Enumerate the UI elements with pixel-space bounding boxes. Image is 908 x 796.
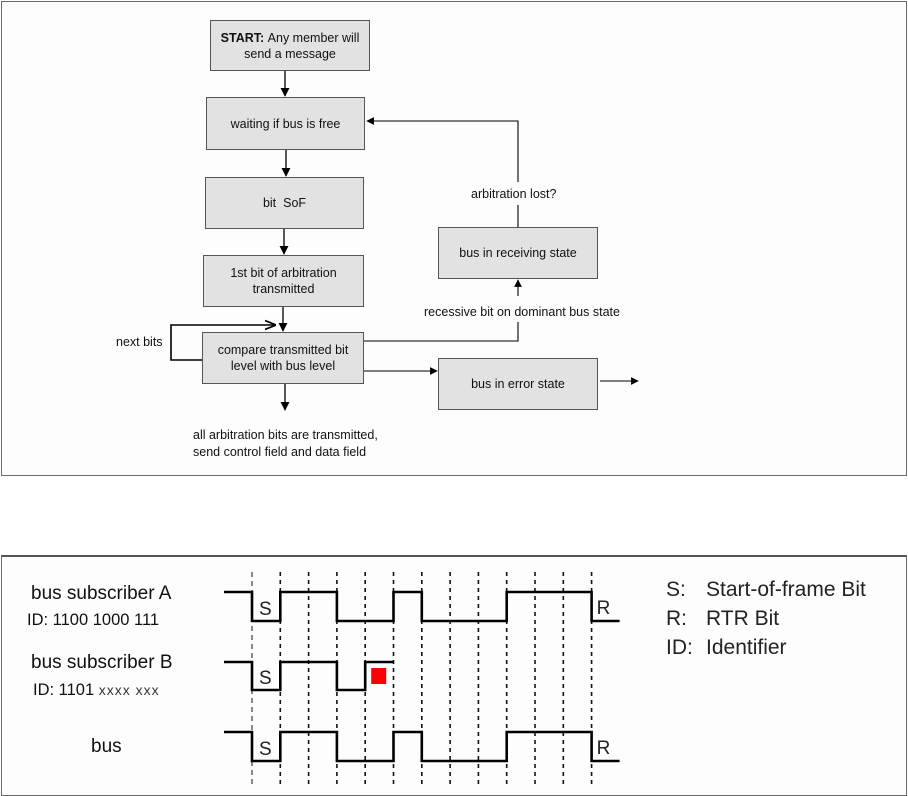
legend-sof-text: Start-of-frame Bit xyxy=(706,578,866,601)
row-b-id-suffix: xxxx xxx xyxy=(98,682,160,698)
row-b-id: ID: 1101 xxxx xxx xyxy=(33,680,160,700)
sof-letter: S xyxy=(259,668,272,689)
rtr-letter: R xyxy=(597,738,611,759)
arrow-compare-to-receiving xyxy=(363,322,519,342)
node-first-bit: 1st bit of arbitration transmitted xyxy=(203,255,364,307)
signal-subscriber-a xyxy=(224,590,620,623)
sof-letter: S xyxy=(259,599,272,620)
row-b-name: bus subscriber B xyxy=(31,652,173,673)
node-bus-receiving: bus in receiving state xyxy=(438,227,598,279)
legend-sof-key: S: xyxy=(666,578,686,601)
node-start: START: Any member will send a message xyxy=(210,20,370,71)
legend-id-text: Identifier xyxy=(706,636,787,659)
error-text: bus in error state xyxy=(471,377,565,391)
arrow-next-bits-loop xyxy=(170,325,275,361)
wait-text: waiting if bus is free xyxy=(230,116,341,131)
flowchart-connectors xyxy=(170,71,639,411)
legend-rtr: R: RTR Bit xyxy=(666,607,779,631)
sof-letter: S xyxy=(259,739,272,760)
start-bold-label: START: xyxy=(220,30,265,45)
label-all-bits-line1: all arbitration bits are transmitted, xyxy=(193,428,378,442)
node-compare: compare transmitted bit level with bus l… xyxy=(202,332,364,384)
node-bit-sof: bit SoF xyxy=(205,177,364,229)
legend-rtr-key: R: xyxy=(666,607,687,630)
arbitration-lost-marker xyxy=(371,668,387,684)
node-bus-error: bus in error state xyxy=(438,358,598,410)
start-text: Any member will send a message xyxy=(244,30,360,61)
legend-id-key: ID: xyxy=(666,636,693,659)
legend-sof: S: Start-of-frame Bit xyxy=(666,578,866,602)
row-a-name: bus subscriber A xyxy=(31,583,172,604)
legend-rtr-text: RTR Bit xyxy=(706,607,780,630)
receiving-text: bus in receiving state xyxy=(459,246,577,260)
first-bit-text: 1st bit of arbitration transmitted xyxy=(230,266,337,296)
sof-text: bit SoF xyxy=(262,196,307,210)
label-recessive-bit: recessive bit on dominant bus state xyxy=(424,305,620,319)
label-arbitration-lost: arbitration lost? xyxy=(471,187,557,201)
timing-panel xyxy=(1,555,907,796)
signal-bus xyxy=(224,730,620,763)
compare-text: compare transmitted bit level with bus l… xyxy=(217,343,349,373)
label-next-bits: next bits xyxy=(116,335,163,349)
rtr-letter: R xyxy=(597,598,611,619)
row-a-id: ID: 1100 1000 111 xyxy=(27,611,160,629)
label-all-bits-line2: send control field and data field xyxy=(193,445,367,459)
row-bus-name: bus xyxy=(91,736,122,757)
arrow-arbitration-lost-to-wait xyxy=(366,117,519,182)
row-b-id-prefix: ID: 1101 xyxy=(33,681,95,699)
node-wait-bus-free: waiting if bus is free xyxy=(206,97,365,150)
signal-subscriber-b xyxy=(224,660,394,692)
legend-id: ID: Identifier xyxy=(666,636,787,660)
